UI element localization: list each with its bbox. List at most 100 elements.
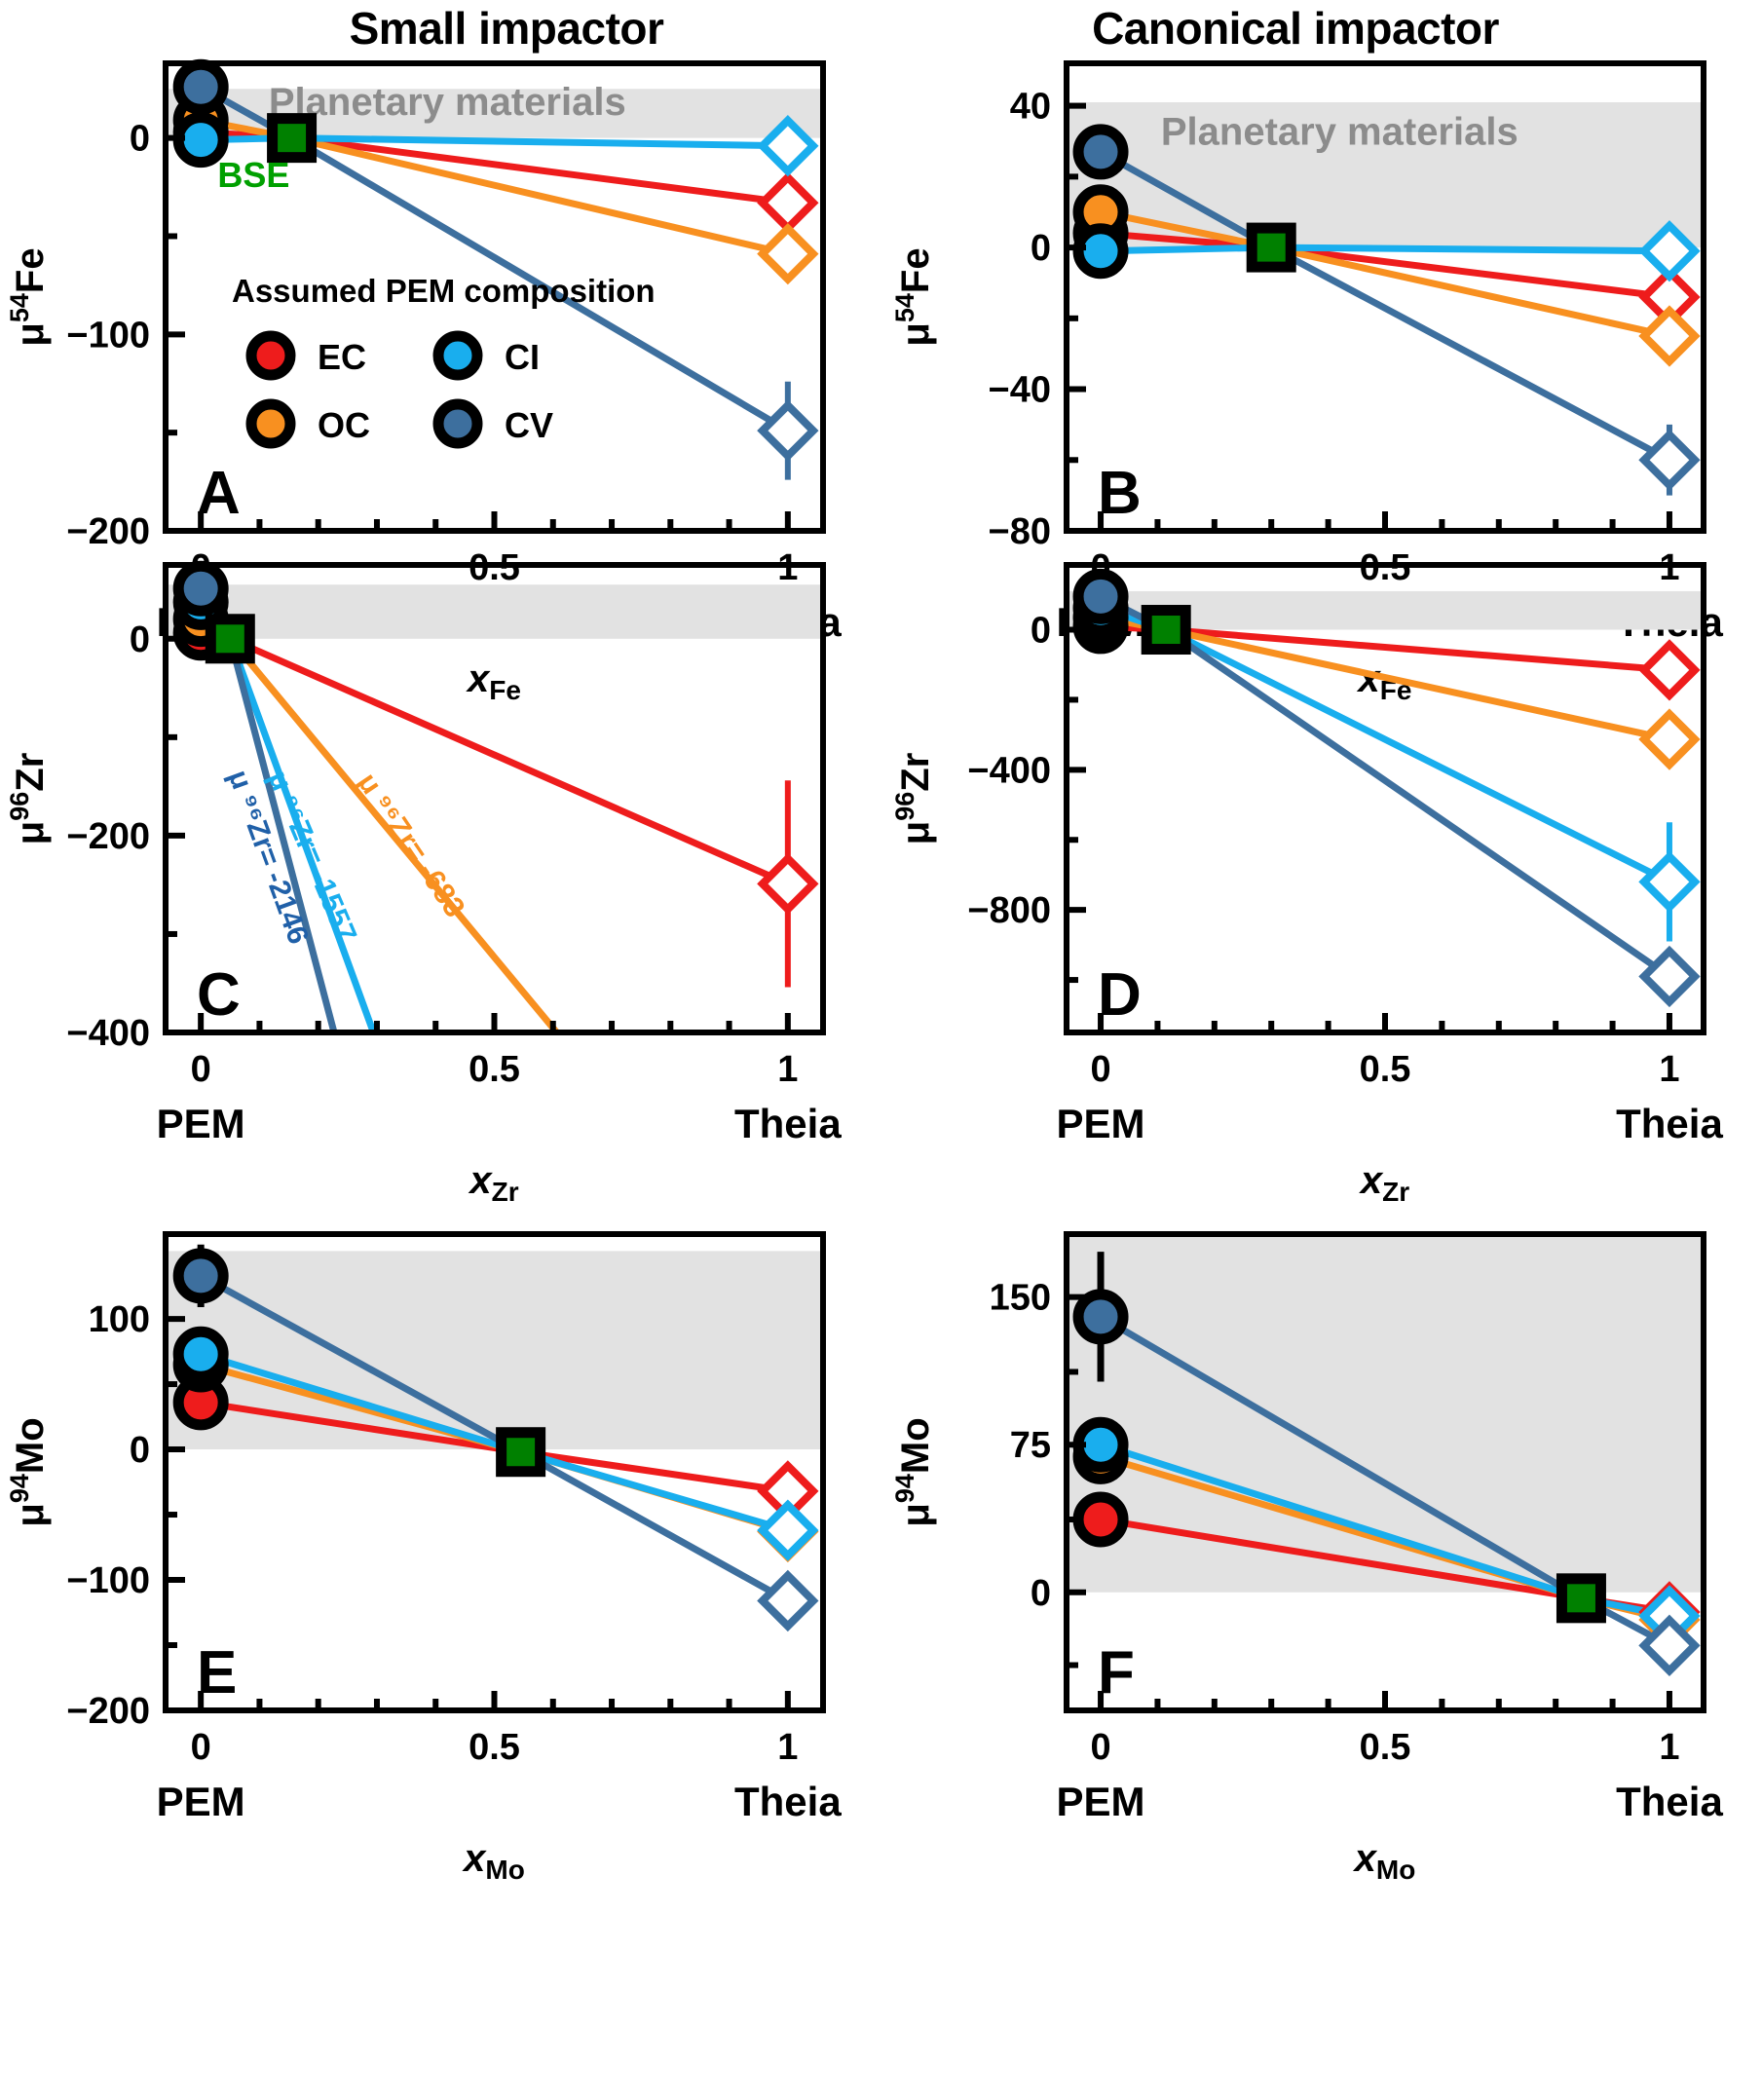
y-tick-label: 0 — [1031, 228, 1051, 269]
bse-marker[interactable] — [1246, 222, 1296, 273]
y-axis-title: μ96Zr — [5, 753, 52, 845]
legend-swatch-ec[interactable] — [245, 330, 296, 381]
pem-marker-ci[interactable] — [172, 1326, 229, 1382]
y-tick-label: −400 — [66, 1013, 150, 1054]
x-axis-pem-label: PEM — [157, 1101, 245, 1146]
bse-marker[interactable] — [267, 113, 318, 164]
y-tick-label: 0 — [1031, 611, 1051, 652]
series-line-ec — [197, 629, 792, 887]
theia-marker-ci[interactable] — [1638, 220, 1701, 282]
x-axis-pem-label: PEM — [157, 1779, 245, 1824]
pem-marker-ec[interactable] — [1072, 1491, 1129, 1548]
planetary-materials-band — [166, 1251, 823, 1450]
theia-marker-ci[interactable] — [757, 1499, 819, 1561]
bse-marker[interactable] — [496, 1427, 546, 1478]
theia-marker-cv[interactable] — [1638, 945, 1701, 1008]
x-axis-title: xZr — [468, 1159, 518, 1207]
x-tick-label: 1 — [777, 1049, 798, 1090]
x-tick-label: 1 — [1659, 1727, 1679, 1768]
column-title-small-impactor: Small impactor — [349, 3, 664, 54]
x-axis-title: xFe — [466, 657, 521, 705]
pem-marker-ci[interactable] — [172, 112, 229, 169]
theia-marker-ci[interactable] — [757, 115, 819, 177]
planetary-materials-label: Planetary materials — [269, 81, 626, 124]
y-tick-label: −200 — [66, 1691, 150, 1732]
y-tick-label: −200 — [66, 816, 150, 857]
panel-a: Planetary materialsBSE0−100−20000.51PEMT… — [0, 29, 881, 711]
panel-letter: A — [197, 460, 241, 527]
x-tick-label: 1 — [777, 1727, 798, 1768]
y-tick-label: 75 — [1010, 1425, 1051, 1466]
bse-marker[interactable] — [1141, 605, 1191, 656]
x-tick-label: 0 — [191, 1049, 211, 1090]
chart-a: Planetary materialsBSE0−100−20000.51PEMT… — [5, 58, 842, 705]
bse-marker[interactable] — [205, 614, 255, 664]
panel-letter: C — [197, 961, 241, 1029]
column-title-canonical-impactor: Canonical impactor — [1092, 3, 1499, 54]
theia-marker-cv[interactable] — [757, 399, 819, 462]
y-tick-label: −400 — [967, 750, 1051, 791]
x-tick-label: 1 — [1659, 1049, 1679, 1090]
chart-b: Planetary materials400−40−8000.51PEMThei… — [890, 60, 1723, 705]
legend-label-cv: CV — [505, 405, 553, 445]
panel-letter: E — [197, 1639, 237, 1706]
theia-marker-oc[interactable] — [757, 222, 819, 285]
pem-marker-cv[interactable] — [1072, 568, 1129, 624]
pem-marker-ci[interactable] — [1072, 223, 1129, 280]
y-tick-label: −100 — [66, 315, 150, 356]
panel-b: Planetary materials400−40−8000.51PEMThei… — [881, 29, 1762, 711]
theia-marker-cv[interactable] — [757, 1569, 819, 1632]
theia-marker-ec[interactable] — [757, 171, 819, 234]
theia-marker-oc[interactable] — [1638, 305, 1701, 367]
planetary-materials-label: Planetary materials — [1161, 110, 1518, 153]
y-tick-label: 150 — [990, 1278, 1051, 1319]
x-axis-theia-label: Theia — [734, 1101, 842, 1146]
y-tick-label: −40 — [989, 370, 1051, 411]
y-tick-label: 0 — [130, 619, 150, 660]
theia-marker-ec[interactable] — [1638, 639, 1701, 701]
bse-label: BSE — [217, 155, 289, 195]
legend-swatch-cv[interactable] — [432, 398, 483, 449]
series-line-ci — [1097, 244, 1673, 255]
pem-marker-cv[interactable] — [1072, 1289, 1129, 1345]
x-tick-label: 0.5 — [469, 1727, 520, 1768]
y-tick-label: −200 — [66, 511, 150, 552]
pem-marker-cv[interactable] — [172, 58, 229, 115]
legend-swatch-ci[interactable] — [432, 330, 483, 381]
y-tick-label: 0 — [130, 1430, 150, 1471]
panel-letter: D — [1098, 961, 1142, 1029]
pem-marker-cv[interactable] — [1072, 124, 1129, 180]
planetary-materials-band — [166, 584, 823, 639]
x-axis-theia-label: Theia — [734, 1779, 842, 1824]
x-axis-pem-label: PEM — [1057, 1101, 1145, 1146]
theia-marker-ec[interactable] — [757, 852, 819, 916]
theia-marker-cv[interactable] — [1638, 429, 1701, 491]
bse-marker[interactable] — [1556, 1573, 1606, 1624]
y-axis-title: μ96Zr — [890, 753, 937, 845]
theia-marker-cv[interactable] — [1638, 1614, 1701, 1676]
pem-marker-cv[interactable] — [172, 560, 229, 617]
x-tick-label: 0 — [1090, 1049, 1110, 1090]
legend-swatch-oc[interactable] — [245, 398, 296, 449]
y-axis-title: μ94Mo — [5, 1417, 52, 1526]
x-tick-label: 0.5 — [1360, 1727, 1411, 1768]
y-tick-label: −80 — [989, 511, 1051, 552]
y-tick-label: 100 — [89, 1299, 150, 1340]
y-axis-title: μ94Mo — [890, 1417, 937, 1526]
x-axis-title: xMo — [462, 1837, 525, 1885]
x-axis-title: xZr — [1359, 1159, 1409, 1207]
pem-marker-cv[interactable] — [172, 1248, 229, 1304]
legend-label-ec: EC — [318, 337, 366, 377]
y-axis-title: μ54Fe — [890, 247, 937, 346]
theia-marker-ci[interactable] — [1638, 850, 1701, 914]
theia-marker-oc[interactable] — [1638, 708, 1701, 770]
x-tick-label: 0 — [191, 1727, 211, 1768]
y-tick-label: −800 — [967, 890, 1051, 931]
